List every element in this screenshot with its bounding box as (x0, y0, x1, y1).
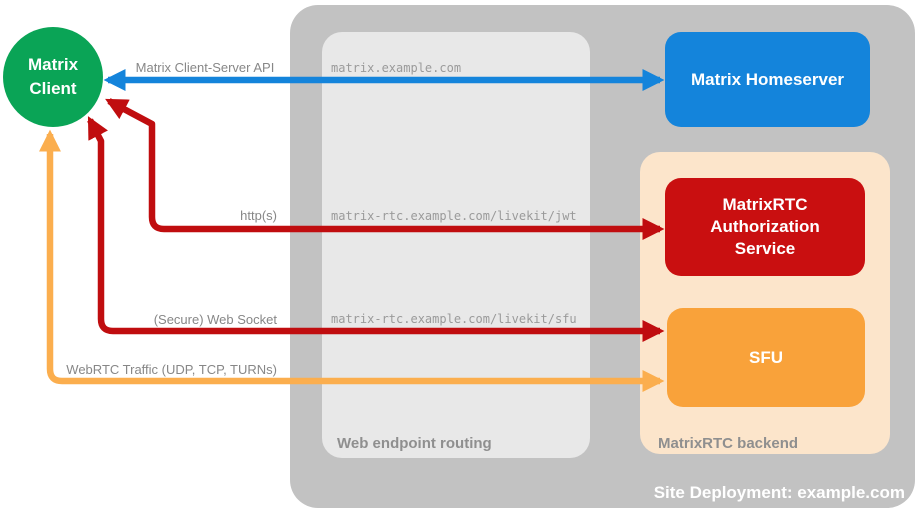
auth-service-label: MatrixRTC Authorization Service (710, 195, 820, 258)
matrixrtc-backend-label: MatrixRTC backend (658, 435, 799, 452)
https-protocol-label: http(s) (240, 208, 277, 223)
matrix-client-node: Matrix Client (3, 27, 103, 127)
sfu-label: SFU (749, 347, 783, 367)
websocket-protocol-label: (Secure) Web Socket (153, 312, 277, 327)
web-endpoint-routing-box (322, 32, 590, 458)
webrtc-protocol-label: WebRTC Traffic (UDP, TCP, TURNs) (66, 362, 277, 377)
sfu-endpoint-label: matrix-rtc.example.com/livekit/sfu (331, 312, 577, 326)
auth-service-node: MatrixRTC Authorization Service (665, 178, 865, 276)
web-endpoint-routing-label: Web endpoint routing (337, 435, 492, 452)
jwt-endpoint-label: matrix-rtc.example.com/livekit/jwt (331, 209, 577, 223)
sfu-node: SFU (667, 308, 865, 407)
site-deployment-label: Site Deployment: example.com (653, 483, 905, 502)
matrix-client-label: Matrix Client (27, 55, 79, 98)
client-server-api-protocol-label: Matrix Client-Server API (135, 60, 275, 75)
matrix-endpoint-label: matrix.example.com (331, 61, 462, 75)
matrix-homeserver-label: Matrix Homeserver (690, 69, 845, 89)
matrix-homeserver-node: Matrix Homeserver (665, 32, 870, 127)
